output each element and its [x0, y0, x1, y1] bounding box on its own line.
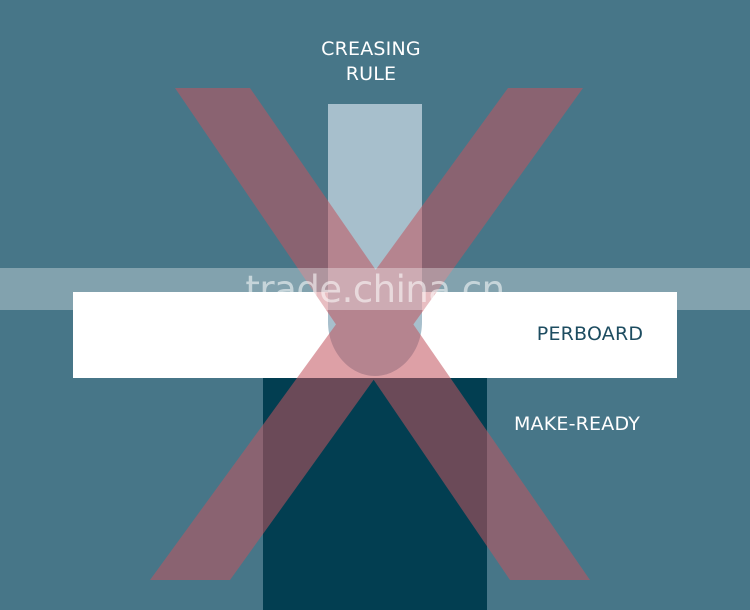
cross-mark [150, 88, 590, 580]
watermark-text: trade.china.cn [245, 268, 504, 311]
watermark-band [0, 268, 750, 310]
make-ready-label: MAKE-READY [514, 413, 640, 435]
creasing-rule-label-line2: RULE [346, 63, 397, 85]
creasing-rule-label-line1: CREASING [321, 38, 421, 60]
cross-stroke-right [150, 88, 583, 580]
perboard-label: PERBOARD [537, 323, 643, 345]
